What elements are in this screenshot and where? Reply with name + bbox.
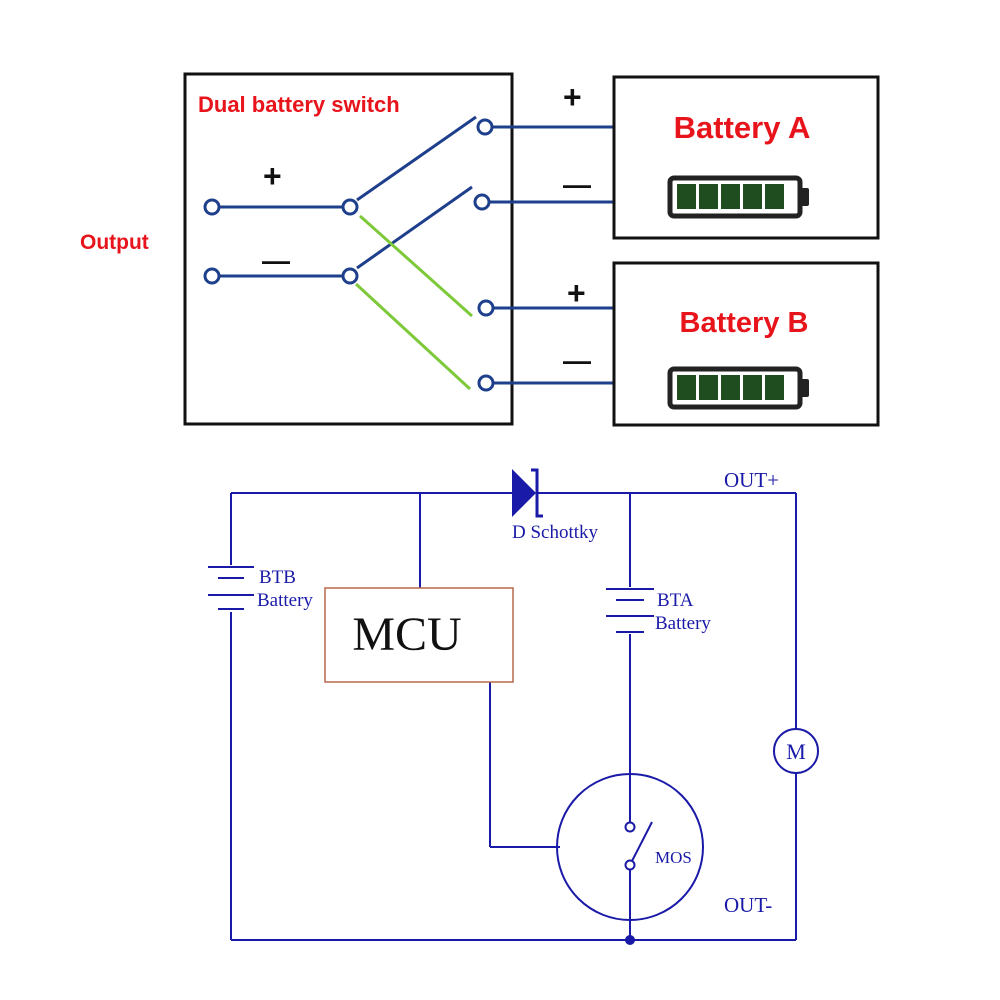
switch-box (183, 72, 514, 426)
battery-b-cell (743, 375, 762, 400)
battery-a-minus-sign: — (563, 169, 591, 200)
diode-triangle (512, 469, 536, 517)
switch-wires (219, 115, 614, 385)
battery-b-cell (677, 375, 696, 400)
mos-contact-bottom (624, 859, 636, 871)
diode-bar (531, 468, 543, 518)
battery-b-frame (612, 261, 880, 427)
battery-b-minus-sign: — (563, 345, 591, 376)
schottky-diode (512, 468, 543, 518)
bta-battery-label: Battery (655, 613, 711, 634)
output-minus-sign: — (262, 245, 290, 276)
battery-a-label: Battery A (674, 110, 811, 145)
btb-battery-label: Battery (257, 590, 313, 611)
mos-contact-top (624, 821, 636, 833)
bta-label: BTA (657, 590, 694, 611)
mos-switch (556, 773, 704, 921)
battery-b-label: Battery B (680, 307, 809, 339)
terminal-b-minus (477, 374, 495, 392)
btb-battery-symbol (208, 566, 254, 610)
battery-a-cell (743, 184, 762, 209)
plus-alt-link (359, 214, 473, 318)
battery-a-cell (765, 184, 784, 209)
battery-b-cells (677, 375, 784, 400)
minus-switch-arm (356, 185, 473, 270)
battery-a-icon (667, 175, 809, 219)
dual-battery-switch-diagram: Dual battery switch Output + — (80, 72, 880, 427)
battery-a-cells (677, 184, 784, 209)
out-minus-label: OUT- (724, 893, 772, 917)
mcu-circuit-diagram: D Schottky OUT+ OUT- BTB Battery BTA Bat… (208, 468, 819, 945)
plus-switch-arm (356, 115, 477, 202)
battery-b-cell (699, 375, 718, 400)
battery-b-box: Battery B (612, 261, 880, 427)
bta-battery-symbol (606, 588, 654, 633)
motor-label: M (786, 739, 806, 764)
mos-circle (556, 773, 704, 921)
switch-title: Dual battery switch (198, 92, 400, 117)
battery-b-cell (721, 375, 740, 400)
output-label: Output (80, 231, 149, 254)
terminal-b-plus (477, 299, 495, 317)
motor-circle (773, 728, 819, 774)
battery-a-cell (677, 184, 696, 209)
switch-terminals (203, 118, 495, 392)
terminal-a-plus (476, 118, 494, 136)
battery-a-box: Battery A (612, 75, 880, 240)
battery-a-plus-sign: + (563, 79, 582, 115)
mcu-label: MCU (352, 608, 461, 661)
output-plus-sign: + (263, 158, 282, 194)
battery-b-plus-sign: + (567, 275, 586, 311)
battery-a-frame (612, 75, 880, 240)
battery-a-cell (721, 184, 740, 209)
btb-label: BTB (259, 567, 296, 588)
diode-label: D Schottky (512, 522, 599, 543)
switch-alt-links (354, 214, 473, 391)
minus-alt-link (354, 282, 472, 391)
motor-symbol: M (773, 728, 819, 774)
terminal-pivot-minus (341, 267, 359, 285)
mcu-block (324, 587, 514, 683)
battery-b-cell (765, 375, 784, 400)
terminal-output-plus (203, 198, 221, 216)
battery-b-icon (667, 366, 809, 410)
mos-switch-arm (631, 821, 653, 862)
mos-label: MOS (655, 848, 692, 867)
out-plus-label: OUT+ (724, 468, 779, 492)
ground-junction-dot (625, 935, 635, 945)
battery-a-cell (699, 184, 718, 209)
terminal-pivot-plus (341, 198, 359, 216)
terminal-a-minus (473, 193, 491, 211)
terminal-output-minus (203, 267, 221, 285)
circuit-wires (230, 492, 797, 941)
